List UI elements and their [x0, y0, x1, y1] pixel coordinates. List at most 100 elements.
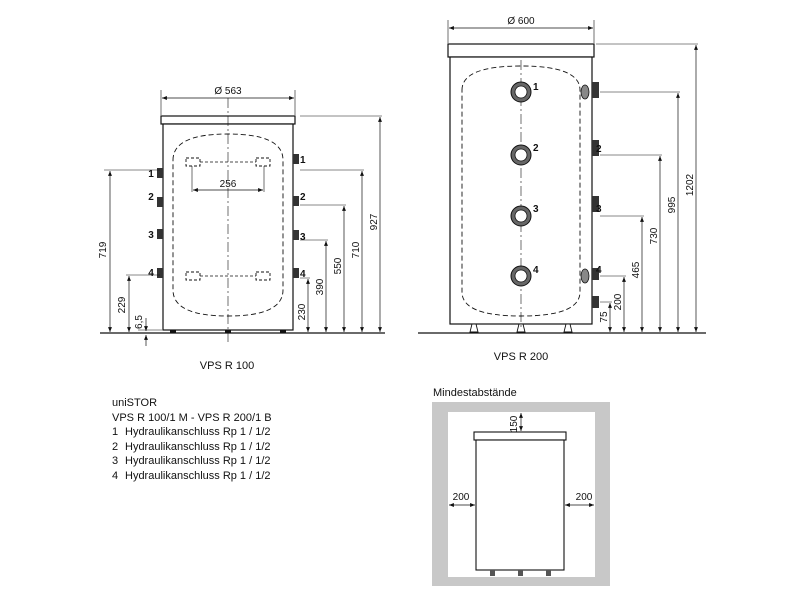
port-stub — [592, 140, 599, 156]
tank-large-drawing: 1 2 3 4 2 3 4 Ø 600 — [418, 16, 706, 363]
height-label: 75 — [599, 311, 610, 323]
port-number-front: 2 — [533, 143, 539, 154]
port-stub — [157, 197, 163, 207]
port-stub — [157, 229, 163, 239]
tank-large-inner-vessel — [461, 65, 581, 317]
legend-item: 1 Hydraulikanschluss Rp 1 / 1/2 — [112, 425, 272, 440]
legend-item-text: Hydraulikanschluss Rp 1 / 1/2 — [125, 440, 271, 453]
height-label: 230 — [297, 303, 308, 320]
port-stub — [157, 168, 163, 178]
diameter-label-large: Ø 600 — [507, 16, 535, 27]
port-stub — [293, 268, 299, 278]
tank-large-foot — [469, 323, 479, 333]
legend-item: 2 Hydraulikanschluss Rp 1 / 1/2 — [112, 440, 272, 455]
port-number-right: 3 — [300, 232, 306, 243]
port-number-left: 2 — [148, 192, 154, 203]
clearance-diagram: Mindestabstände 150 200 200 — [432, 387, 610, 586]
clearance-tank-foot — [490, 570, 495, 576]
tank-small-right-dimensions — [300, 115, 382, 332]
tank-large-caption: VPS R 200 — [494, 351, 548, 363]
clearance-title: Mindestabstände — [433, 387, 517, 399]
side-fitting — [580, 268, 590, 284]
port-number-left: 3 — [148, 230, 154, 241]
port-hole — [514, 85, 528, 99]
height-label: 710 — [351, 241, 362, 258]
height-label: 1202 — [685, 173, 696, 196]
height-label: 465 — [631, 261, 642, 278]
side-fitting — [580, 84, 590, 100]
legend-item-text: Hydraulikanschluss Rp 1 / 1/2 — [125, 469, 271, 482]
port-stub — [592, 296, 599, 308]
port-number-front: 3 — [533, 204, 539, 215]
height-label: 995 — [667, 196, 678, 213]
port-stub — [293, 154, 299, 164]
port-hole — [514, 269, 528, 283]
port-number-left: 1 — [148, 169, 154, 180]
port-stub — [293, 230, 299, 240]
port-number-side: 3 — [596, 204, 602, 215]
tank-small-coil-connector — [185, 271, 201, 281]
clearance-left-label: 200 — [453, 492, 470, 503]
tank-small-coil-connector — [255, 157, 271, 167]
height-label: 390 — [315, 278, 326, 295]
clearance-tank-top — [473, 431, 567, 441]
height-label: 730 — [649, 227, 660, 244]
port-number-front: 4 — [533, 265, 539, 276]
port-hole — [514, 209, 528, 223]
tank-large-right-dimensions — [596, 43, 698, 332]
tank-small-foot — [225, 330, 231, 333]
tank-large-side-ports — [580, 82, 599, 308]
tank-large-front-ports — [510, 81, 532, 287]
legend-models: VPS R 100/1 M - VPS R 200/1 B — [112, 411, 272, 424]
clearance-top-label: 150 — [509, 415, 520, 432]
tank-small-drawing: 256 Ø 563 1 2 3 4 1 2 3 4 — [98, 86, 385, 372]
legend-item-text: Hydraulikanschluss Rp 1 / 1/2 — [125, 426, 271, 438]
port-stub — [592, 196, 599, 212]
height-label: 200 — [613, 293, 624, 310]
clearance-tank-foot — [518, 570, 523, 576]
legend-item: 3 Hydraulikanschluss Rp 1 / 1/2 — [112, 454, 272, 469]
tank-small-caption: VPS R 100 — [200, 360, 254, 372]
height-label: 550 — [333, 257, 344, 274]
legend-product: uniSTOR — [112, 397, 158, 409]
clearance-tank-body — [475, 439, 565, 571]
height-label: 719 — [98, 241, 109, 258]
legend-item-number: 1 — [112, 426, 119, 438]
legend-item: 4 Hydraulikanschluss Rp 1 / 1/2 — [112, 469, 272, 484]
port-hole — [514, 148, 528, 162]
port-stub — [293, 196, 299, 206]
clearance-right-label: 200 — [576, 492, 593, 503]
port-stub — [592, 82, 599, 98]
tank-small-coil-connector — [185, 157, 201, 167]
height-label: 6,5 — [134, 315, 145, 329]
port-stub — [592, 268, 599, 280]
tank-small-foot — [170, 330, 176, 333]
tank-small-inner-vessel — [172, 133, 284, 317]
height-label: 927 — [369, 213, 380, 230]
tank-small-coil-connector — [255, 271, 271, 281]
tank-small-side-ports — [157, 154, 299, 278]
tank-large-foot — [563, 323, 573, 333]
legend-item-number: 4 — [112, 469, 119, 482]
port-number-side: 4 — [596, 265, 602, 276]
port-number-left: 4 — [148, 268, 154, 279]
clearance-tank-foot — [546, 570, 551, 576]
diameter-label-small: Ø 563 — [214, 86, 242, 97]
tank-large-foot — [516, 323, 526, 333]
coil-width-label: 256 — [220, 179, 237, 190]
port-stub — [157, 268, 163, 278]
legend-item-number: 2 — [112, 440, 119, 453]
legend-item-text: Hydraulikanschluss Rp 1 / 1/2 — [125, 455, 271, 467]
height-label: 229 — [117, 296, 128, 313]
tank-large-top-cap — [447, 43, 595, 58]
legend-item-number: 3 — [112, 455, 119, 467]
port-number-right: 4 — [300, 269, 306, 280]
port-number-side: 2 — [596, 144, 602, 155]
port-number-front: 1 — [533, 82, 539, 93]
port-number-right: 2 — [300, 192, 306, 203]
tank-small-foot — [280, 330, 286, 333]
port-number-right: 1 — [300, 155, 306, 166]
tank-small-left-dimensions — [104, 169, 162, 346]
